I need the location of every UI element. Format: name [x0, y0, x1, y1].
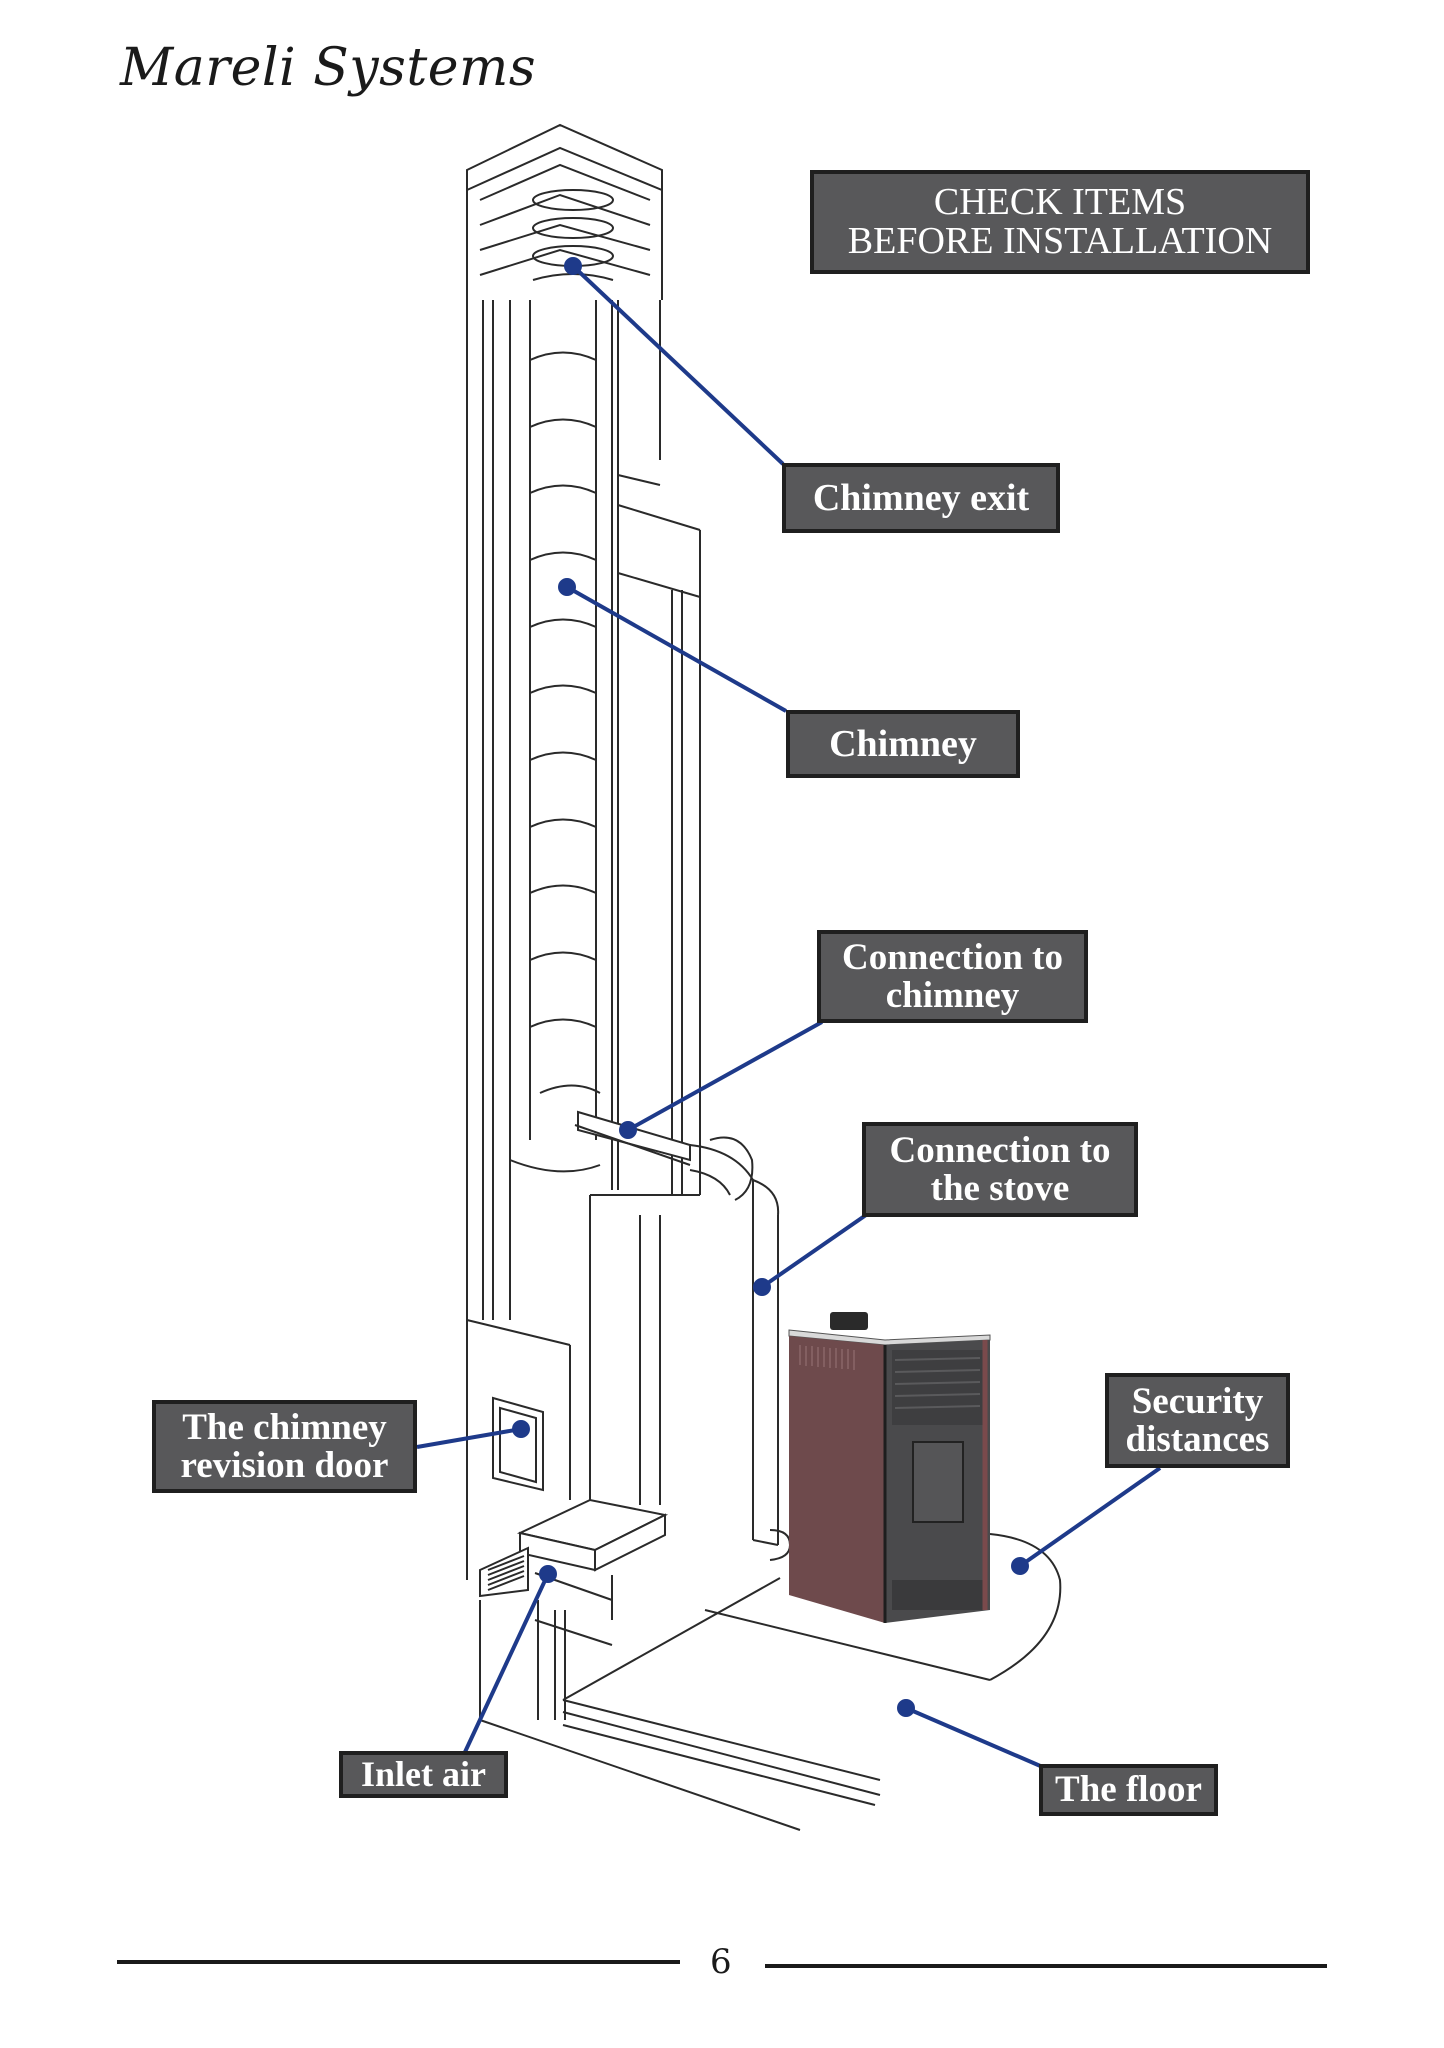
footer-rule-left: [117, 1960, 680, 1964]
brand-logo: Mareli Systems: [120, 38, 537, 98]
leader-dot-floor: [897, 1699, 915, 1717]
connector-pipe: [574, 1110, 792, 1561]
leader-dot-connection-stove: [753, 1278, 771, 1296]
leader-dot-chimney-exit: [564, 257, 582, 275]
inlet-air-grille: [479, 1546, 529, 1598]
flue-liner: [509, 300, 601, 1173]
revision-door-drawing: [492, 1396, 544, 1492]
callout-security-distances: Security distances: [1105, 1373, 1290, 1468]
floor-drawing: [479, 1533, 1062, 1831]
leader-connection-chimney: [627, 1020, 823, 1132]
leader-dot-chimney: [558, 578, 576, 596]
pellet-stove: [788, 1312, 991, 1623]
leader-connection-stove: [760, 1213, 868, 1289]
leader-security: [1018, 1466, 1162, 1568]
leader-lines: [416, 257, 1162, 1770]
title-box: CHECK ITEMS BEFORE INSTALLATION: [810, 170, 1310, 274]
title-line-1: CHECK ITEMS: [933, 181, 1187, 224]
leader-dot-inlet-air: [539, 1565, 557, 1583]
callout-floor: The floor: [1039, 1764, 1218, 1816]
stove-side: [789, 1336, 885, 1623]
leader-chimney: [566, 585, 787, 713]
leader-dot-connection-chimney: [619, 1121, 637, 1139]
stove-control-panel: [830, 1312, 868, 1330]
leader-dot-security: [1011, 1557, 1029, 1575]
leader-dot-revision-door: [512, 1420, 530, 1438]
footer-rule-right: [765, 1964, 1327, 1968]
callout-connection-to-stove: Connection to the stove: [862, 1122, 1138, 1217]
chimney-cap: [466, 123, 663, 300]
callout-connection-to-chimney: Connection to chimney: [817, 930, 1088, 1023]
stove-window: [912, 1441, 964, 1523]
leader-chimney-exit: [571, 264, 785, 466]
leader-floor: [905, 1706, 1046, 1770]
chimney-base: [466, 1194, 700, 1720]
title-line-2: BEFORE INSTALLATION: [847, 220, 1273, 262]
callout-chimney-exit: Chimney exit: [782, 463, 1060, 533]
callout-chimney: Chimney: [786, 710, 1020, 778]
leader-revision-door: [416, 1427, 522, 1449]
leader-inlet-air: [463, 1573, 550, 1753]
callout-inlet-air: Inlet air: [339, 1751, 508, 1798]
chimney-walls: [466, 300, 701, 1580]
page-number: 6: [710, 1942, 732, 1982]
callout-revision-door: The chimney revision door: [152, 1400, 417, 1493]
chimney-structure: [466, 123, 1062, 1831]
